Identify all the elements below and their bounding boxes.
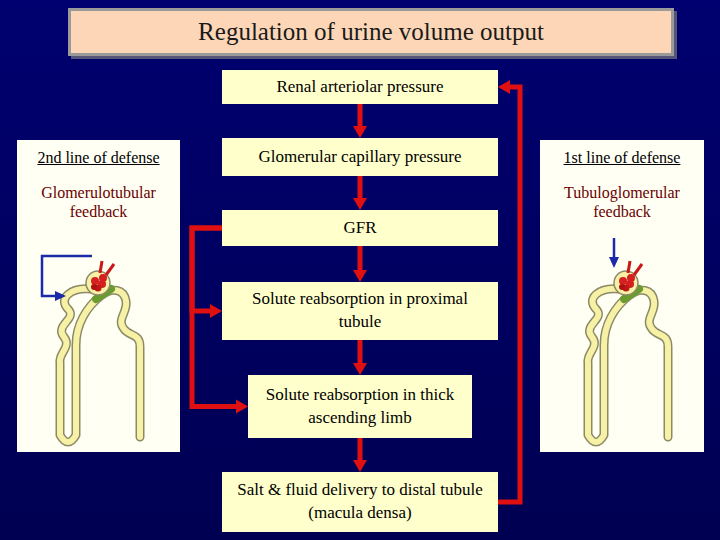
flow-arrow xyxy=(353,246,367,282)
connector-line xyxy=(192,228,222,311)
process-box: GFR xyxy=(222,210,498,246)
feedback-arrow-right xyxy=(613,238,616,258)
flow-arrow xyxy=(498,80,520,502)
arrowhead xyxy=(353,363,367,375)
connector-line xyxy=(358,438,363,461)
arrowhead xyxy=(353,270,367,282)
connector-line xyxy=(358,246,363,271)
process-box: Solute reabsorption in proximal tubule xyxy=(222,282,498,340)
flow-arrow xyxy=(353,438,367,472)
connector-line xyxy=(358,176,363,199)
node-label: 2nd line of defense xyxy=(37,148,159,169)
flow-arrow xyxy=(353,104,367,138)
node-label: Glomerular capillary pressure xyxy=(259,146,462,169)
arrowhead xyxy=(353,126,367,138)
process-box: Glomerular capillary pressure xyxy=(222,138,498,176)
node-label: 1st line of defense xyxy=(564,148,681,169)
connector-line xyxy=(358,340,363,364)
title-box: Regulation of urine volume output xyxy=(68,8,674,56)
node-subtitle: Tubuloglomerular feedback xyxy=(540,183,704,221)
arrowhead xyxy=(498,80,510,94)
node-label: Solute reabsorption in proximal tubule xyxy=(230,288,490,334)
node-label: Renal arteriolar pressure xyxy=(276,76,443,99)
arrowhead xyxy=(236,400,248,414)
node-subtitle: Glomerulotubular feedback xyxy=(17,183,180,221)
process-box: Renal arteriolar pressure xyxy=(222,70,498,104)
flow-arrow xyxy=(192,228,222,318)
node-label: GFR xyxy=(343,217,376,240)
arrowhead xyxy=(353,198,367,210)
connector-line xyxy=(358,104,363,127)
slide-title: Regulation of urine volume output xyxy=(198,18,544,46)
process-box: Solute reabsorption in thick ascending l… xyxy=(248,375,472,438)
node-label: Salt & fluid delivery to distal tubule (… xyxy=(230,479,490,525)
arrowhead xyxy=(210,304,222,318)
arrowhead xyxy=(353,460,367,472)
flow-arrow xyxy=(353,176,367,210)
connector-line xyxy=(498,87,520,502)
process-box: Salt & fluid delivery to distal tubule (… xyxy=(222,472,498,532)
flow-arrow xyxy=(353,340,367,375)
node-label: Solute reabsorption in thick ascending l… xyxy=(256,384,464,430)
